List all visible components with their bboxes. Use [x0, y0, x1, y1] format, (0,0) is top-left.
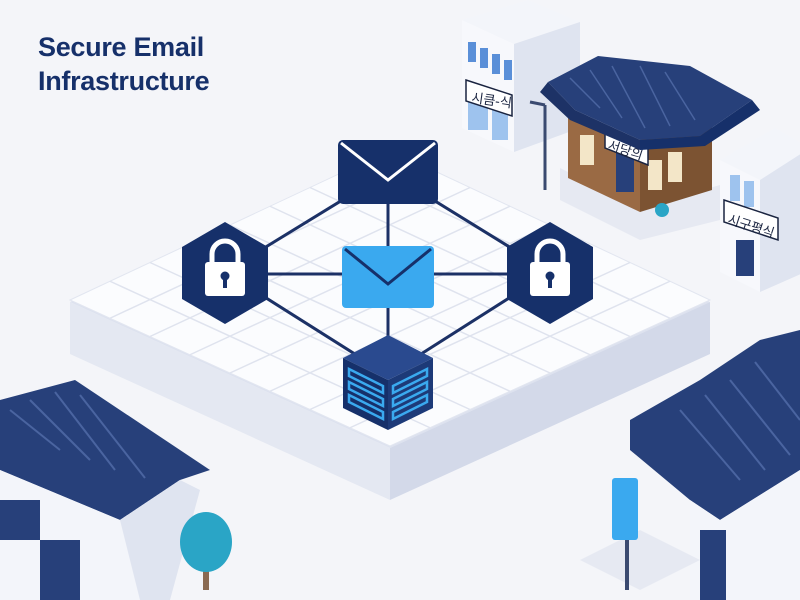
hanok-roof-right	[630, 330, 800, 600]
envelope-icon	[338, 140, 438, 204]
lock-icon	[182, 222, 268, 324]
lock-icon	[507, 222, 593, 324]
page-title: Secure Email Infrastructure	[38, 30, 210, 98]
title-line-1: Secure Email	[38, 32, 204, 62]
hanok-roof-left	[0, 380, 210, 600]
envelope-icon	[342, 246, 434, 308]
office-building-right: 시구평식	[720, 128, 800, 292]
tree-icon	[180, 512, 232, 590]
grid-line	[309, 186, 631, 338]
street-sign-post	[580, 478, 700, 590]
traditional-hanok-building: 서당의	[540, 56, 760, 240]
building-sign: 시큼-식	[470, 91, 512, 112]
server-icon	[343, 335, 433, 430]
title-line-2: Infrastructure	[38, 66, 210, 96]
platform-side-left	[70, 302, 390, 500]
platform-side-right	[390, 302, 710, 500]
